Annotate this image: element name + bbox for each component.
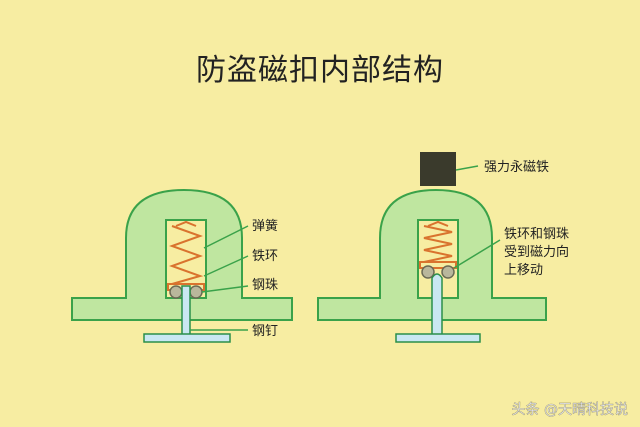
label-steel-nail: 钢钉: [252, 324, 278, 339]
motion-label-line-1: 铁环和钢珠: [504, 227, 569, 242]
left-spring: [169, 225, 204, 285]
left-ball-left: [169, 285, 183, 299]
right-ball-left: [421, 265, 435, 279]
left-leader-balls: [201, 285, 249, 293]
left-leader-ring: [203, 255, 249, 277]
right-ball-right: [441, 265, 455, 279]
left-nail-head: [143, 333, 231, 343]
right-leader: [453, 239, 501, 269]
right-spring-top: [427, 220, 449, 227]
label-steel-balls: 钢珠: [252, 278, 278, 293]
left-ball-right: [189, 285, 203, 299]
motion-label-line-3: 上移动: [504, 263, 543, 278]
right-diagram: 强力永磁铁 铁环和钢珠 受到磁力向 上移动: [317, 152, 569, 343]
left-spring-top: [175, 220, 197, 227]
right-iron-ring: [419, 261, 457, 269]
motion-label-line-2: 受到磁力向: [504, 244, 569, 260]
label-magnet: 强力永磁铁: [484, 160, 549, 175]
magnet-leader: [455, 165, 479, 171]
left-nail-shaft: [181, 285, 191, 337]
right-nail-shaft: [431, 273, 443, 337]
watermark: 头条 @天晴科技说: [512, 401, 628, 418]
magnet-block: [420, 152, 456, 186]
page-title: 防盗磁扣内部结构: [196, 53, 444, 88]
label-iron-ring: 铁环: [252, 249, 278, 264]
right-nail-head: [395, 333, 481, 343]
right-spring: [423, 225, 453, 263]
label-spring: 弹簧: [252, 218, 278, 234]
left-leader-spring: [203, 225, 249, 249]
left-diagram: 弹簧 铁环 钢珠 钢钉: [71, 188, 293, 343]
